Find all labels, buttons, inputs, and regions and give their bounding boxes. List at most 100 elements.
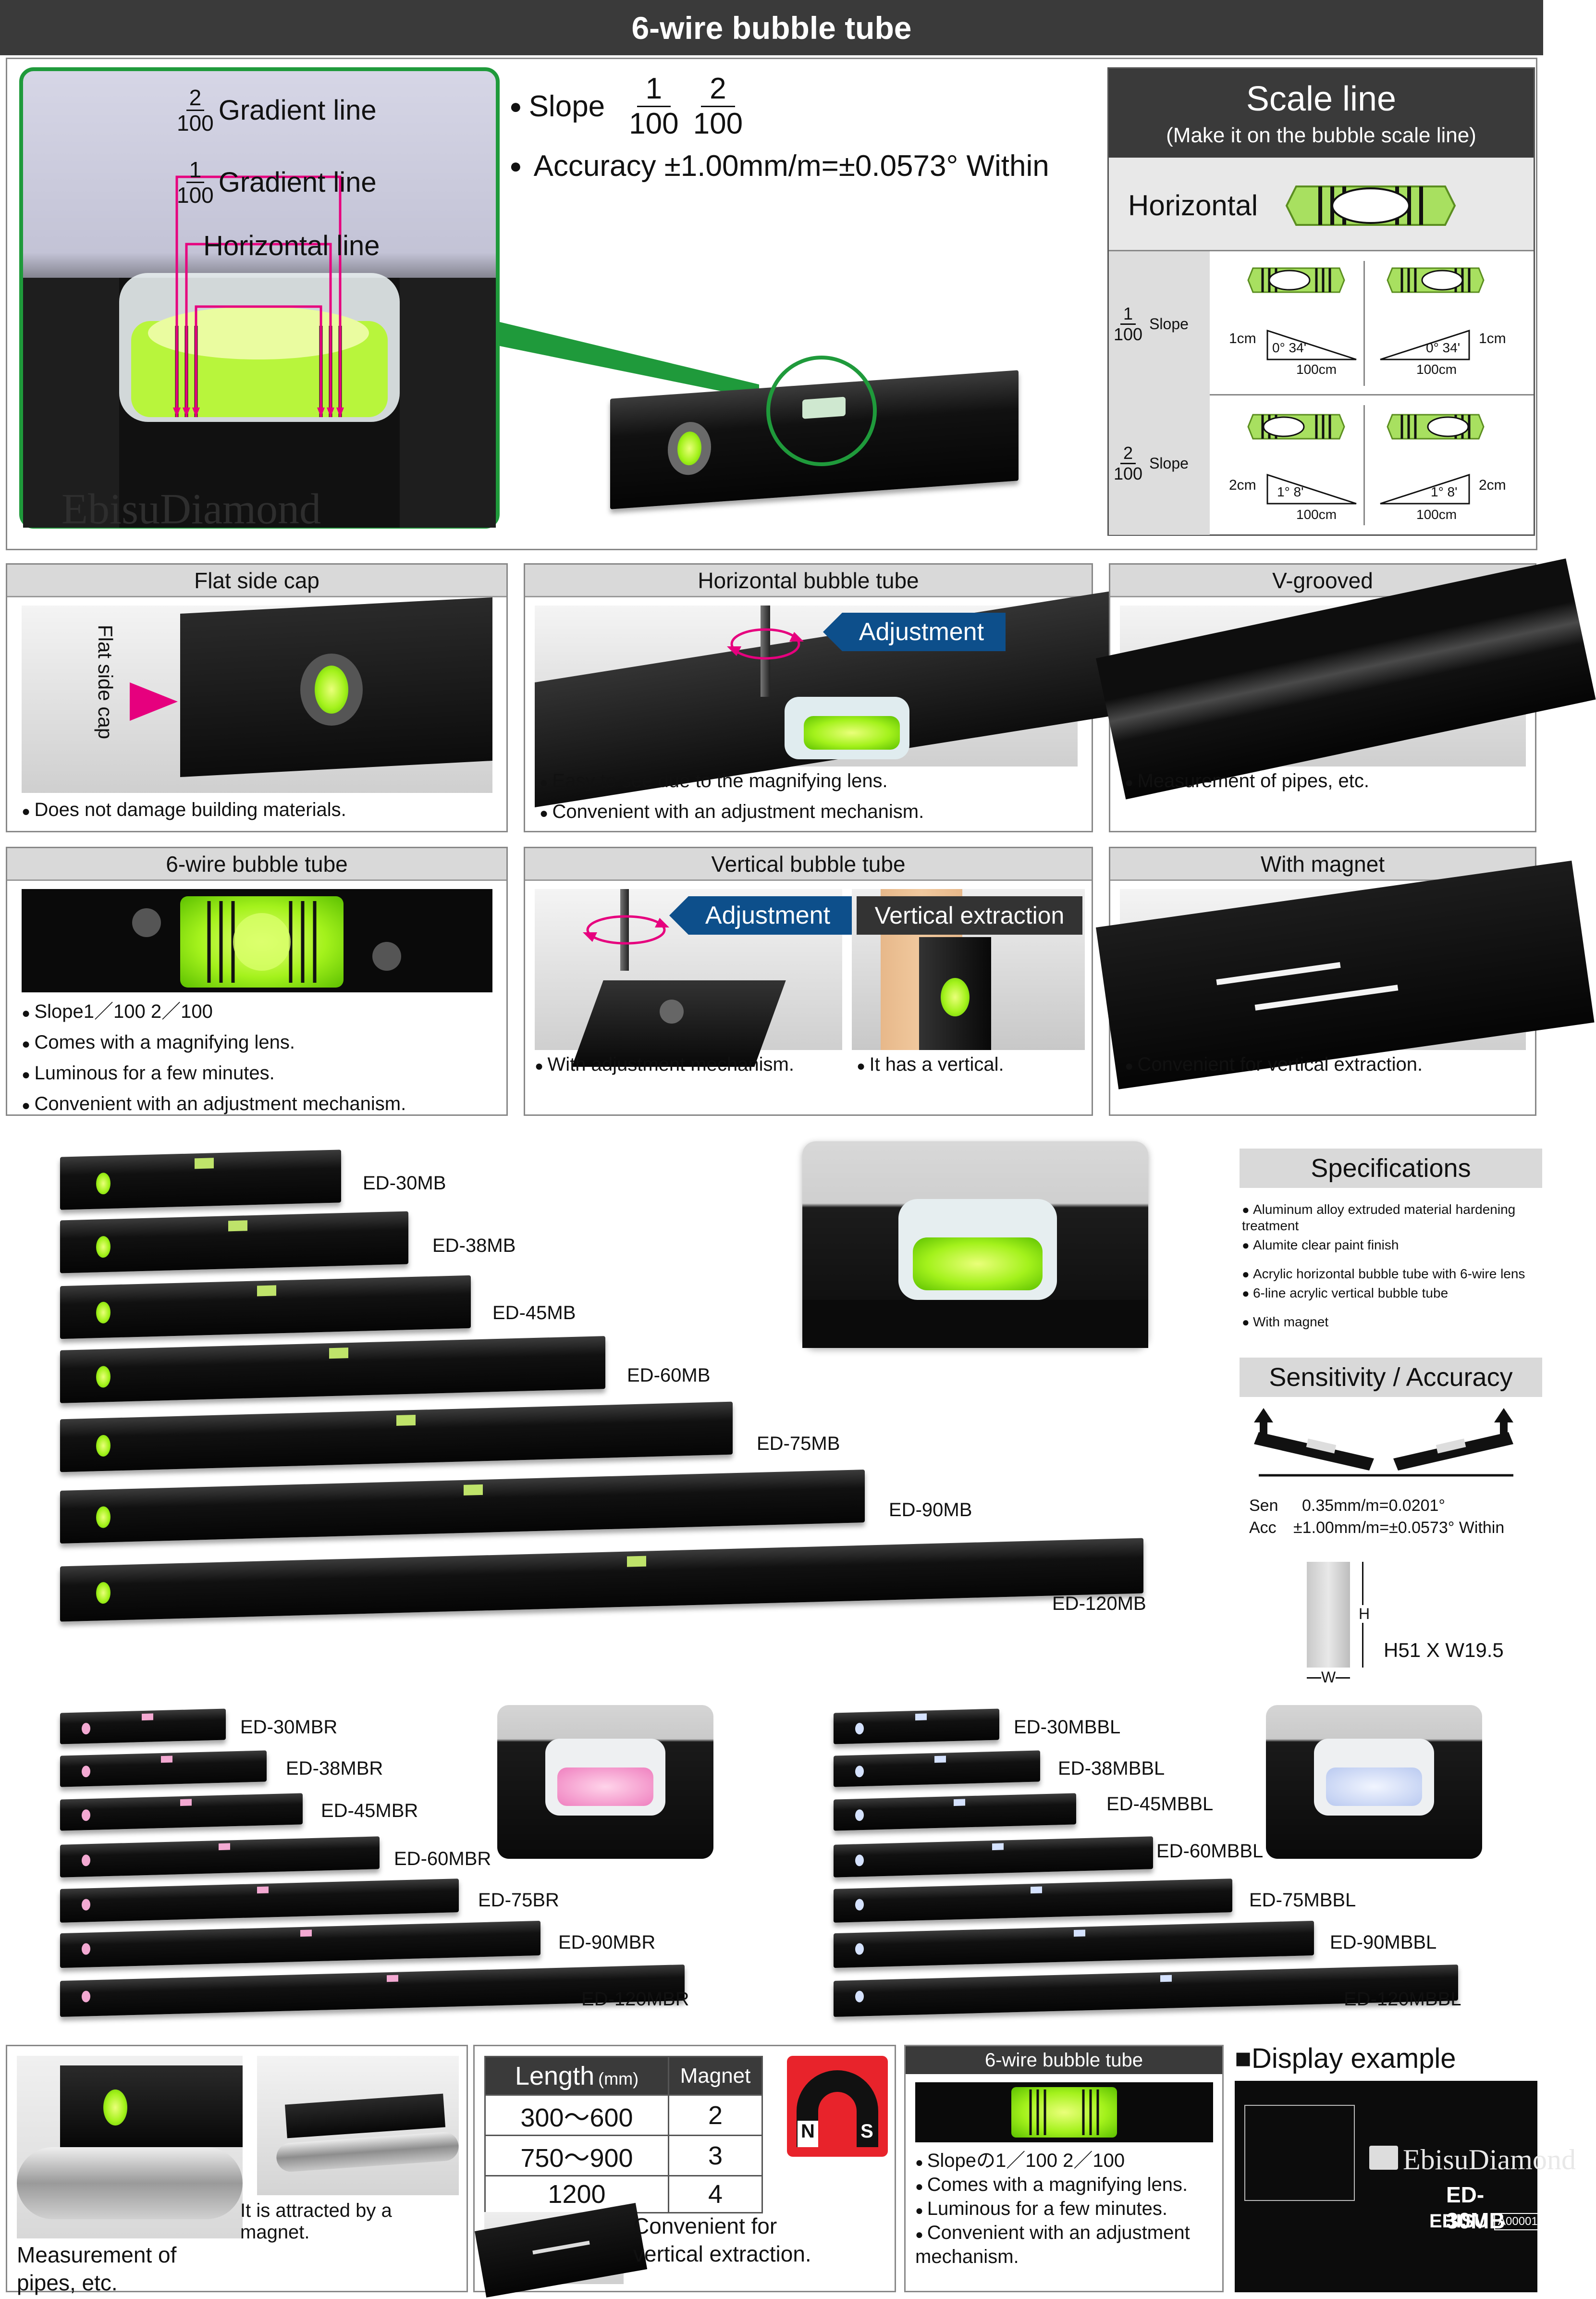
bottom-pipes-box: It is attracted by a magnet. Measurement… [6,2045,468,2295]
feature-bullets: Convenient for vertical extraction. [1125,1050,1423,1081]
bottom-6-wire-box: 6-wire bubble tube ● Slopeの1／100 2／100 ●… [904,2045,1224,2292]
feature-6-wire: 6-wire bubble tube Slope1／100 2／100 Come… [6,847,508,1116]
feature-bullets: Easy to see due to the magnifying lens. … [540,766,924,828]
display-sign [1244,2105,1355,2201]
mbbl-closeup-photo [1266,1705,1482,1859]
pink-arrow-icon [130,682,178,721]
display-logo [1369,2146,1398,2170]
v-grooved-photo [1096,558,1596,800]
mbbl-level [834,1750,1040,1787]
feature-header: Horizontal bubble tube [525,565,1092,597]
mbr-lineup: ED-30MBR ED-38MBR ED-45MBR ED-60MBR ED-7… [0,1701,769,2038]
horseshoe-magnet-icon: N S [787,2056,888,2157]
scale-row1-right-triangle [1380,329,1470,360]
feature-with-magnet: With magnet Convenient for vertical extr… [1096,847,1595,1116]
horizontal-label: Horizontal line [203,230,380,261]
rotate-arrows-icon [583,915,669,945]
bubble-zoom-svg [23,175,496,528]
accuracy-line: ● Accuracy ±1.00mm/m=±0.0573° Within [509,149,1049,183]
mbr-level [60,1750,267,1787]
mb-lineup: ED-30MB ED-38MB ED-45MB ED-60MB ED-75MB … [0,1134,1201,1672]
scale-header: Scale line (Make it on the bubble scale … [1109,69,1534,158]
mbr-level [60,1708,226,1744]
mbbl-label: ED-75MBBL [1249,1890,1356,1911]
rotate-arrows-icon [727,628,804,660]
scale-horizontal-label: Horizontal [1128,189,1258,222]
mbr-label: ED-60MBR [394,1848,491,1869]
dims-text: H51 X W19.5 [1384,1639,1504,1661]
adjustment-badge: Adjustment [669,896,852,935]
scale-row2-left-triangle [1266,473,1357,505]
mbbl-label: ED-120MBBL [1344,1989,1461,2010]
mbbl-label: ED-45MBBL [1106,1793,1214,1815]
vertical-extraction-badge: Vertical extraction [857,896,1082,935]
pipes-photo [17,2056,243,2238]
top-zoom-circle [766,356,877,466]
6-wire-photo [22,889,492,992]
mbr-level [60,1879,459,1923]
mb-label: ED-90MB [889,1499,972,1520]
mb-level [60,1150,341,1210]
scale-row-2: 2 100 Slope 2cm 1° 8' 100cm 2cm 1° 8' 10… [1109,396,1534,535]
feature-header: Vertical bubble tube [525,848,1092,881]
scale-row2-label: 2 100 Slope [1114,443,1189,483]
wire-bullets: ● Slopeの1／100 2／100 ● Comes with a magni… [915,2150,1190,2267]
mb-label: ED-75MB [757,1433,840,1454]
gradient1-label: 1 100 Gradient line [177,157,377,208]
mb-level [60,1336,605,1403]
mbbl-level [834,1879,1232,1923]
feature-vertical-bubble: Vertical bubble tube Adjustment Vertical… [524,847,1093,1116]
mb-level [60,1275,471,1339]
feature-v-grooved: V-grooved Measurement of pipes, etc. [1096,558,1596,832]
specs-header: Specifications [1240,1149,1542,1188]
display-example-title: ■Display example [1235,2043,1456,2074]
top-section [6,58,1537,550]
scale-row2-right-triangle [1380,473,1470,505]
scale-row2-left-vial [1247,414,1345,440]
mb-closeup-photo [802,1141,1148,1348]
scale-row1-right-vial [1387,267,1485,293]
feature-horizontal-bubble: Horizontal bubble tube Adjustment Easy t… [524,563,1111,832]
scale-row-1: 1 100 Slope 1cm 0° 34' 100cm 1cm 0° 34' … [1109,251,1534,396]
magnet-caption: It is attracted by a magnet. [240,2200,392,2243]
mb-label: ED-38MB [432,1235,516,1256]
sensitivity-header: Sensitivity / Accuracy [1240,1358,1542,1397]
wire-photo [915,2082,1213,2142]
dim-w-label: W [1321,1669,1336,1686]
flat-cap-photo: Flat side cap [22,597,492,793]
dimension-diagram: H W H51 X W19.5 [1297,1562,1547,1706]
mbbl-lineup: ED-30MBBL ED-38MBBL ED-45MBBL ED-60MBBL … [769,1701,1543,2038]
zoom-connector [500,322,759,399]
mbbl-level [834,1920,1314,1968]
flat-cap-side-label: Flat side cap [94,625,117,740]
display-example: EbisuDiamond ED-30MB EBISU A00001 [1235,2081,1576,2292]
scale-row1-left-vial [1247,267,1345,293]
feature-flat-side-cap: Flat side cap Flat side cap Does not dam… [6,563,508,832]
magnet-n-label: N [798,2121,818,2147]
screwdriver-icon [620,889,629,971]
dim-h-label: H [1359,1605,1370,1623]
magnet-s-label: S [857,2121,877,2147]
watermark: EbisuDiamond [61,485,321,533]
mbr-label: ED-75BR [478,1890,559,1911]
pipes-caption: Measurement of pipes, etc. [17,2242,177,2295]
sensitivity-illustration [1254,1408,1513,1477]
scale-row2-right-vial [1387,414,1485,440]
mbr-label: ED-38MBR [286,1758,383,1779]
vertical-extraction-small-photo [475,2202,648,2298]
scale-row1-label: 1 100 Slope [1114,304,1189,344]
magnet-attach-photo [257,2056,460,2195]
page-title: 6-wire bubble tube [0,0,1543,55]
specs-list: ● Aluminum alloy extruded material harde… [1242,1202,1525,1329]
scale-row-horizontal: Horizontal [1109,158,1534,251]
mb-level [60,1538,1143,1622]
display-model: ED-30MB [1446,2182,1505,2233]
feature-bullets: Slope1／100 2／100 Comes with a magnifying… [22,997,406,1120]
mbr-level [60,1793,303,1831]
mb-label: ED-120MB [1052,1593,1146,1614]
slope-line: ● Slope 1 100 2 100 [509,72,743,140]
